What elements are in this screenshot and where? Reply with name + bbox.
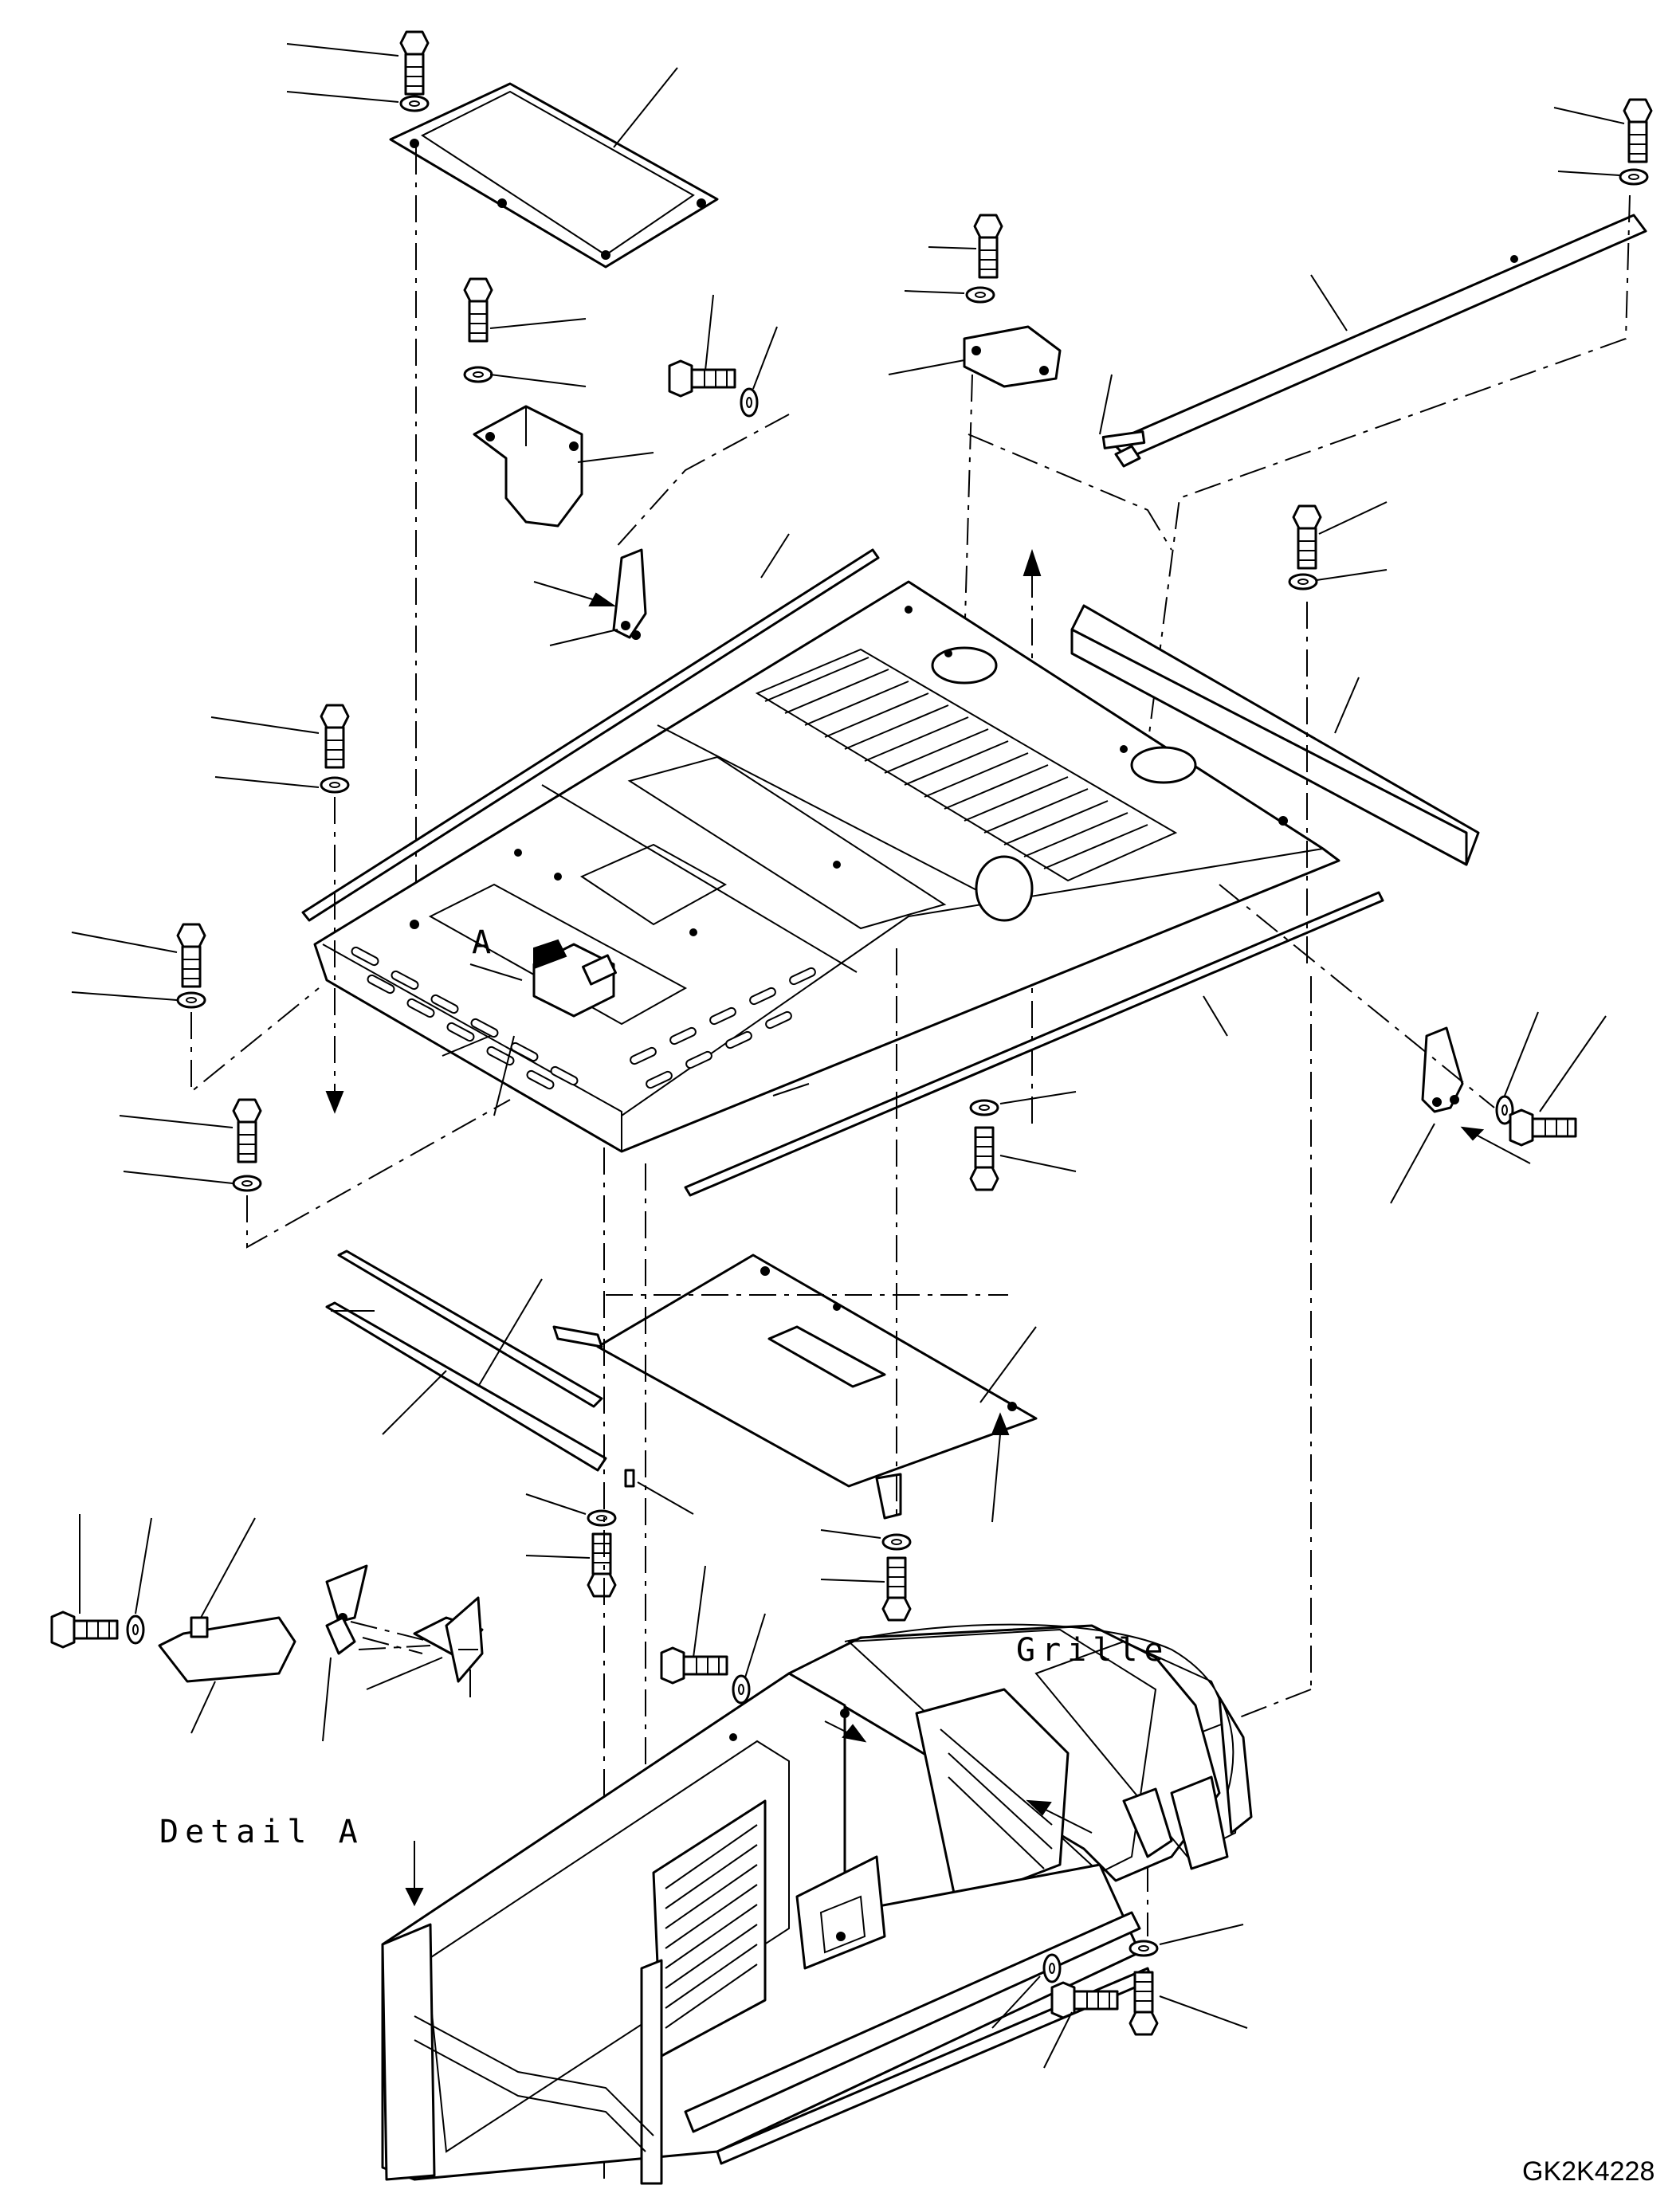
detail-bracket <box>325 1564 368 1623</box>
upper-side-rail <box>1101 214 1647 468</box>
detail-a-marker: A <box>472 924 492 961</box>
bolt <box>1129 1971 1159 2036</box>
washer <box>320 776 350 794</box>
washer <box>463 366 493 383</box>
seal-strip-right <box>684 891 1384 1197</box>
hook-bracket <box>612 548 647 640</box>
detail-a-label: Detail A <box>159 1814 364 1850</box>
bolt <box>668 359 736 398</box>
bolt <box>969 1126 999 1191</box>
bolt <box>50 1610 119 1649</box>
detail-a-assembly <box>50 1514 484 1742</box>
bolt <box>399 30 430 96</box>
washer <box>399 95 430 112</box>
bolt <box>232 1098 262 1163</box>
louvre-grille <box>755 648 1178 882</box>
washer <box>176 991 206 1009</box>
bolt <box>973 214 1003 279</box>
washer <box>232 1175 262 1192</box>
washer <box>1288 573 1318 590</box>
hood-assembly <box>313 580 1340 1153</box>
washer <box>587 1509 617 1527</box>
washer <box>1619 168 1649 186</box>
pin <box>624 1469 635 1488</box>
under-rail-left <box>325 1250 607 1472</box>
seal-strip-left <box>301 548 880 922</box>
bolt <box>176 923 206 988</box>
side-vent-slots <box>351 946 816 1090</box>
bolt <box>1623 98 1653 163</box>
bolt <box>881 1556 912 1622</box>
bolt <box>1509 1108 1577 1147</box>
retaining-strap <box>1421 1026 1464 1113</box>
washer <box>732 1674 751 1705</box>
washer <box>969 1099 999 1116</box>
bolt <box>320 704 350 769</box>
washer <box>881 1533 912 1551</box>
drawing-code: GK2K4228 <box>1522 2156 1655 2187</box>
direction-arrow <box>1023 548 1042 1124</box>
washer <box>1129 1940 1159 1957</box>
washer <box>1042 1953 1062 1983</box>
bolt <box>1292 504 1322 570</box>
washer <box>740 387 759 418</box>
under-plate <box>552 1253 1038 1520</box>
side-beam <box>1070 604 1480 866</box>
down-arrow <box>325 797 344 1114</box>
bolt <box>463 277 493 343</box>
washer <box>965 286 995 304</box>
hose-clamp <box>325 1616 356 1655</box>
grille-label: Grille <box>1016 1632 1170 1669</box>
bolt <box>587 1532 617 1598</box>
clamp <box>190 1616 209 1638</box>
top-cover-plate <box>389 82 719 269</box>
hose <box>158 1616 296 1683</box>
grille-frame-assembly <box>381 1565 1253 2185</box>
round-cover-cap <box>963 325 1062 388</box>
washer <box>126 1614 145 1645</box>
support-bracket <box>473 405 583 528</box>
